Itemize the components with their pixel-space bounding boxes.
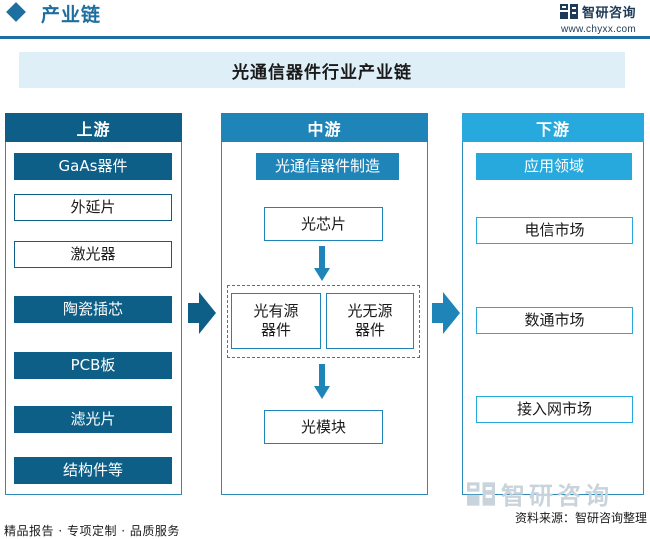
upstream-item: 外延片 [14, 194, 172, 221]
passive-device: 光无源 器件 [326, 293, 414, 349]
watermark-logo-text: 智研咨询 [501, 482, 613, 510]
downstream-item: 数通市场 [476, 307, 633, 334]
optical-module: 光模块 [264, 410, 383, 444]
upstream-item: PCB板 [14, 352, 172, 379]
logo-icon [559, 3, 578, 19]
upstream-item: 滤光片 [14, 406, 172, 433]
watermark-logo: 智研咨询 [467, 476, 613, 511]
arrow-down-icon [314, 246, 330, 281]
device-group [227, 285, 420, 358]
logo-name: 智研咨询 [581, 5, 636, 21]
header-diamond-icon [6, 2, 26, 22]
footer-bar [0, 518, 390, 539]
downstream-item: 接入网市场 [476, 396, 633, 423]
diagram-title-band: 光通信器件行业产业链 [19, 52, 625, 88]
midstream-chip: 光芯片 [264, 207, 383, 241]
logo-url: www.chyxx.com [560, 24, 636, 35]
arrow-right-icon [432, 292, 460, 334]
upstream-category: GaAs器件 [14, 153, 172, 180]
upstream-item: 陶瓷插芯 [14, 296, 172, 323]
downstream-category: 应用领域 [476, 153, 632, 180]
header-title: 产业链 [41, 4, 102, 26]
logo-icon [467, 481, 495, 506]
midstream-category: 光通信器件制造 [256, 153, 399, 180]
arrow-down-icon [314, 364, 330, 399]
downstream-heading: 下游 [462, 113, 644, 142]
midstream-heading: 中游 [221, 113, 428, 142]
arrow-right-icon [188, 292, 216, 334]
downstream-item: 电信市场 [476, 217, 633, 244]
diagram-title: 光通信器件行业产业链 [232, 62, 412, 83]
upstream-heading: 上游 [5, 113, 182, 142]
footer-tagline: 精品报告 · 专项定制 · 品质服务 [4, 524, 180, 538]
source-note: 资料来源：智研咨询整理 [514, 511, 647, 525]
header-divider [0, 36, 650, 39]
upstream-item: 激光器 [14, 241, 172, 268]
brand-logo: 智研咨询 [559, 3, 636, 21]
upstream-item: 结构件等 [14, 457, 172, 484]
active-device: 光有源 器件 [231, 293, 321, 349]
